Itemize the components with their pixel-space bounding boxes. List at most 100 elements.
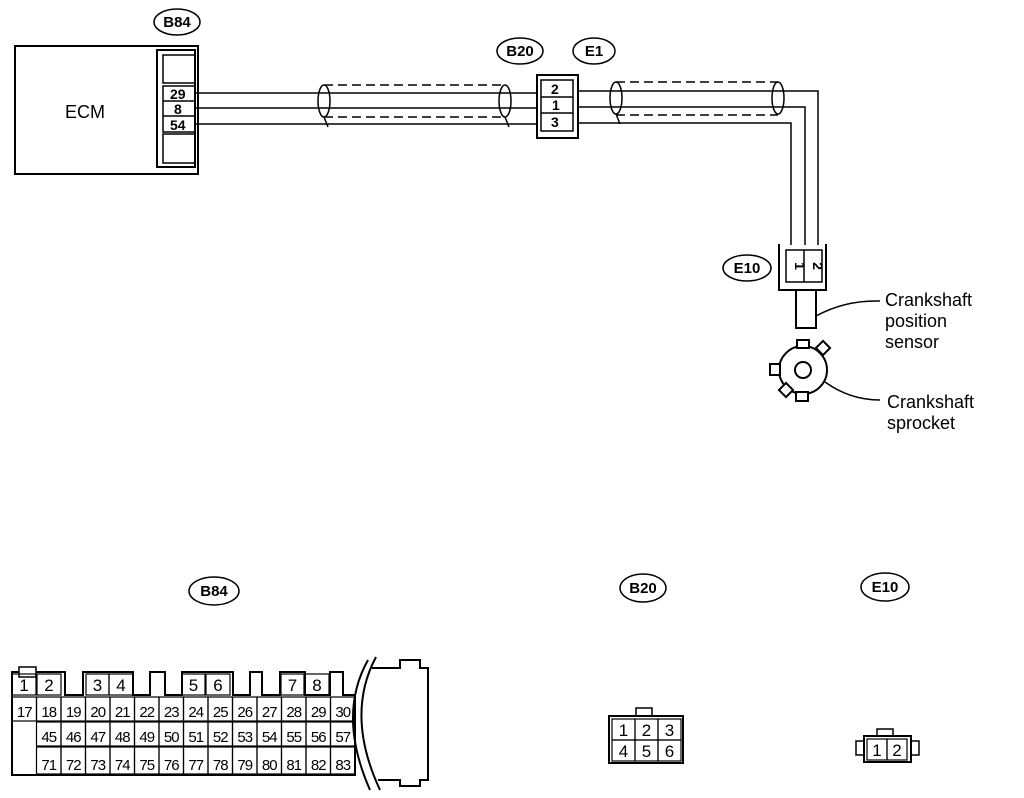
pin-number: 79	[237, 757, 252, 774]
pin-number: 19	[66, 704, 81, 721]
pin-number: 53	[237, 729, 252, 746]
b84-pin-label: 8	[174, 101, 182, 117]
pin-number: 6	[665, 742, 674, 761]
harness-wires-ecm-b20	[195, 92, 538, 125]
pin-number: 29	[311, 704, 326, 721]
crankshaft-position-sensor: Crankshaft position sensor	[795, 289, 972, 352]
ecm-label: ECM	[65, 102, 105, 122]
pin-number: 27	[262, 704, 277, 721]
pin-number: 56	[311, 729, 326, 746]
sprocket-label-line: sprocket	[887, 413, 955, 433]
e10-harness-connector: 1 2	[778, 244, 827, 291]
pin-number: 25	[213, 704, 228, 721]
shield-segment-2	[609, 81, 785, 125]
svg-text:E10: E10	[734, 260, 761, 277]
pin-number: 73	[90, 757, 105, 774]
pin-cell: 2	[36, 673, 62, 696]
pin-cell: 57	[329, 721, 356, 747]
pin-number: 47	[90, 729, 105, 746]
pin-number: 22	[139, 704, 154, 721]
pin-cell: 30	[329, 696, 356, 722]
b84-pin-label: 54	[170, 117, 186, 133]
pin-number: 77	[188, 757, 203, 774]
pin-number: 51	[188, 729, 203, 746]
pin-number: 2	[892, 741, 901, 760]
pin-number: 8	[312, 676, 321, 695]
connector-tag-b84-face: B84	[188, 576, 240, 606]
svg-text:B20: B20	[629, 580, 657, 597]
sensor-label-line: position	[885, 311, 947, 331]
e10-pin-label: 2	[810, 262, 826, 270]
pin-number: 3	[665, 721, 674, 740]
pin-number: 26	[237, 704, 252, 721]
e10-pin-label: 1	[792, 262, 808, 270]
svg-text:E1: E1	[585, 43, 603, 60]
pin-number: 5	[189, 676, 198, 695]
pin-number: 6	[213, 676, 222, 695]
pin-number: 46	[66, 729, 81, 746]
pin-number: 81	[286, 757, 301, 774]
pin-number: 20	[90, 704, 105, 721]
b20-pin-label: 1	[552, 97, 560, 113]
pin-number: 82	[311, 757, 326, 774]
pin-cell: 5	[181, 673, 206, 696]
connector-tag-b20-face: B20	[619, 573, 667, 603]
svg-text:B84: B84	[163, 14, 191, 31]
pin-number: 49	[139, 729, 154, 746]
pin-number: 71	[41, 757, 56, 774]
pin-cell: 2	[886, 738, 908, 761]
pin-number: 78	[213, 757, 228, 774]
b84-harness-connector: 29 8 54	[156, 49, 196, 168]
sprocket-label-line: Crankshaft	[887, 392, 974, 412]
svg-text:B20: B20	[506, 43, 534, 60]
pin-number: 21	[115, 704, 130, 721]
pin-cell: 1	[11, 673, 37, 696]
sensor-label-line: sensor	[885, 332, 939, 352]
shield-segment-1	[317, 84, 512, 128]
pin-cell: 4	[108, 673, 134, 696]
connector-tag-e10-face: E10	[860, 572, 910, 602]
b20-pin-label: 3	[551, 114, 559, 130]
pin-number: 74	[115, 757, 130, 774]
pin-number: 54	[262, 729, 277, 746]
b20-e1-junction-connector: 2 1 3	[536, 74, 579, 139]
pin-number: 76	[164, 757, 179, 774]
connector-tag-b84: B84	[153, 8, 201, 36]
pin-number: 3	[93, 676, 102, 695]
pin-number: 1	[619, 721, 628, 740]
pin-number: 48	[115, 729, 130, 746]
pin-number: 23	[164, 704, 179, 721]
pin-number: 7	[288, 676, 297, 695]
pin-number: 18	[41, 704, 56, 721]
pin-number: 52	[213, 729, 228, 746]
crankshaft-sprocket: Crankshaft sprocket	[769, 339, 974, 433]
b84-pin-label: 29	[170, 86, 186, 102]
pin-number: 50	[164, 729, 179, 746]
svg-text:E10: E10	[872, 579, 899, 596]
b20-pin-label: 2	[551, 81, 559, 97]
pin-number: 4	[619, 742, 628, 761]
connector-tag-e1: E1	[572, 37, 616, 65]
pin-number: 80	[262, 757, 277, 774]
svg-text:B84: B84	[200, 583, 228, 600]
pin-cell: 83	[329, 746, 356, 775]
pin-number: 72	[66, 757, 81, 774]
pin-number: 57	[335, 729, 350, 746]
pin-cell: 6	[205, 673, 231, 696]
sensor-label-line: Crankshaft	[885, 290, 972, 310]
pin-number: 83	[335, 757, 350, 774]
ecm-unit: ECM	[14, 45, 199, 175]
pin-number: 2	[44, 676, 53, 695]
pin-number: 30	[335, 704, 350, 721]
pin-cell: 6	[657, 739, 682, 762]
connector-tag-b20: B20	[496, 37, 544, 65]
pin-number: 2	[642, 721, 651, 740]
pin-number: 4	[116, 676, 125, 695]
pin-number: 55	[286, 729, 301, 746]
harness-wires-e1-e10	[578, 90, 819, 245]
pin-number: 75	[139, 757, 154, 774]
